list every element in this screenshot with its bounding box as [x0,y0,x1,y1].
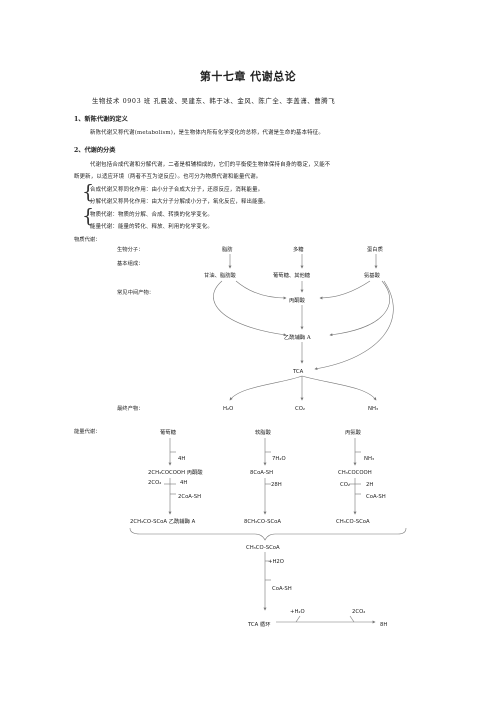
unit-glycerol: 甘油、脂肪酸 [204,271,236,279]
catabolism-text: 分解代谢又称异化作用：由大分子分解成小分子，氧化反应，释出能量。 [90,199,269,205]
inter-ch3cocooh: CH₃COCOOH [338,470,372,476]
curve-fat-pyruvate [235,280,287,300]
step2-co2: CO₂ [340,482,350,488]
classification-text-1: 代谢包括合成代谢和分解代谢，二者是相辅相成的，它们的平衡使生物体保持自身的稳定，… [90,162,331,168]
acetyl-1: CH₃CO-SCoA [336,519,370,525]
row-label-intermediates: 常见中间产物： [117,288,154,296]
arrow-tca-h2o [229,375,303,401]
tick-tca-h2o [295,615,301,623]
inter-8coash: 8CoA-SH [250,470,273,476]
anabolism-text: 合成代谢又称同化作用：由小分子合成大分子，还原反应，消耗能量。 [90,187,264,193]
brace-a: { [82,181,95,203]
curve-fat-acetyl [213,280,287,337]
acetyl-2: 2CH₃CO-SCoA 乙酰辅酶 A [130,517,196,525]
energy-h2o: +H2O [268,559,284,565]
source-alanine: 丙氨酸 [345,428,362,436]
product-co2: CO₂ [295,406,305,412]
intermediate-pyruvate: 丙酮酸 [289,296,306,304]
energy-coash: CoA-SH [272,586,292,592]
step2-28h: 28H [271,482,282,488]
energy-metabolism-text: 能量代谢：能量的转化、释放、利用的化学变化。 [90,224,213,230]
section-heading-2: 2、代谢的分类 [74,147,116,154]
molecule-fat: 脂肪 [222,245,233,253]
step2-2co2: 2CO₂ [148,480,161,486]
tca-h2o: +H₂O [290,609,305,615]
curve-aa-tca [314,280,394,371]
merge-bracket [129,527,407,541]
classification-text-2: 断更新，以适应环境（两者不互为逆反应）。也可分为物质代谢和能量代谢。 [74,174,262,180]
tca-8h: 8H [380,622,387,628]
step1-7h2o: 7H₂O [272,456,286,462]
tca-cycle: TCA 循环 [247,620,271,628]
row-label-molecules: 生物分子： [117,245,144,253]
merge-acetyl: CH₃CO-SCoA [246,545,280,551]
acetyl-8: 8CH₃CO-SCoA [244,519,281,525]
molecule-protein: 蛋白质 [367,245,384,253]
step1-nh3: NH₃ [364,456,374,462]
page-title: 第十七章 代谢总论 [199,70,297,83]
curve-aa-pyruvate [319,280,371,300]
unit-aminoacid: 氨基酸 [364,271,381,279]
source-palmitic: 软脂酸 [255,428,272,436]
energy-label: 能量代谢： [74,427,101,435]
coa-2coash: 2CoA-SH [178,494,201,500]
tca-co2: 2CO₂ [352,609,365,615]
inter-pyruvate: 2CH₃COCOOH 丙酮酸 [148,468,203,476]
brace-b: { [82,205,95,227]
step2-4h: 4H [180,480,187,486]
material-label: 物质代谢： [74,237,101,243]
step2-2h: 2H [366,482,373,488]
molecule-polysaccharide: 多糖 [293,245,304,253]
source-glucose: 葡萄糖 [160,428,177,436]
tick-tca-co2 [349,615,355,623]
coa-coash: CoA-SH [366,494,386,500]
section-heading-1: 1、新陈代谢的定义 [74,116,128,123]
step1-4h: 4H [178,456,185,462]
product-nh3: NH₃ [368,406,378,412]
arrow-tca-nh3 [301,375,377,401]
intermediate-tca: TCA [292,369,304,375]
unit-glucose: 葡萄糖、其他糖 [273,271,311,279]
product-h2o: H₂O [223,406,233,412]
row-label-units: 基本组成： [117,259,144,267]
intermediate-acetylcoa: 乙酰辅酶 A [284,333,311,341]
authors: 生物技术 0903 班 孔晨凌、吴建东、韩于冰、金风、陈广全、李盖潇、曹腾飞 [92,97,336,105]
material-metabolism-text: 物质代谢：物质的分解、合成、转换的化学变化。 [90,212,213,218]
definition-text: 新陈代谢又称代谢(metabolism)，是生物体内所有化学变化的总称，代谢是生… [90,130,324,136]
curve-aa-acetyl [329,280,391,337]
row-label-products: 最终产物： [117,404,144,412]
